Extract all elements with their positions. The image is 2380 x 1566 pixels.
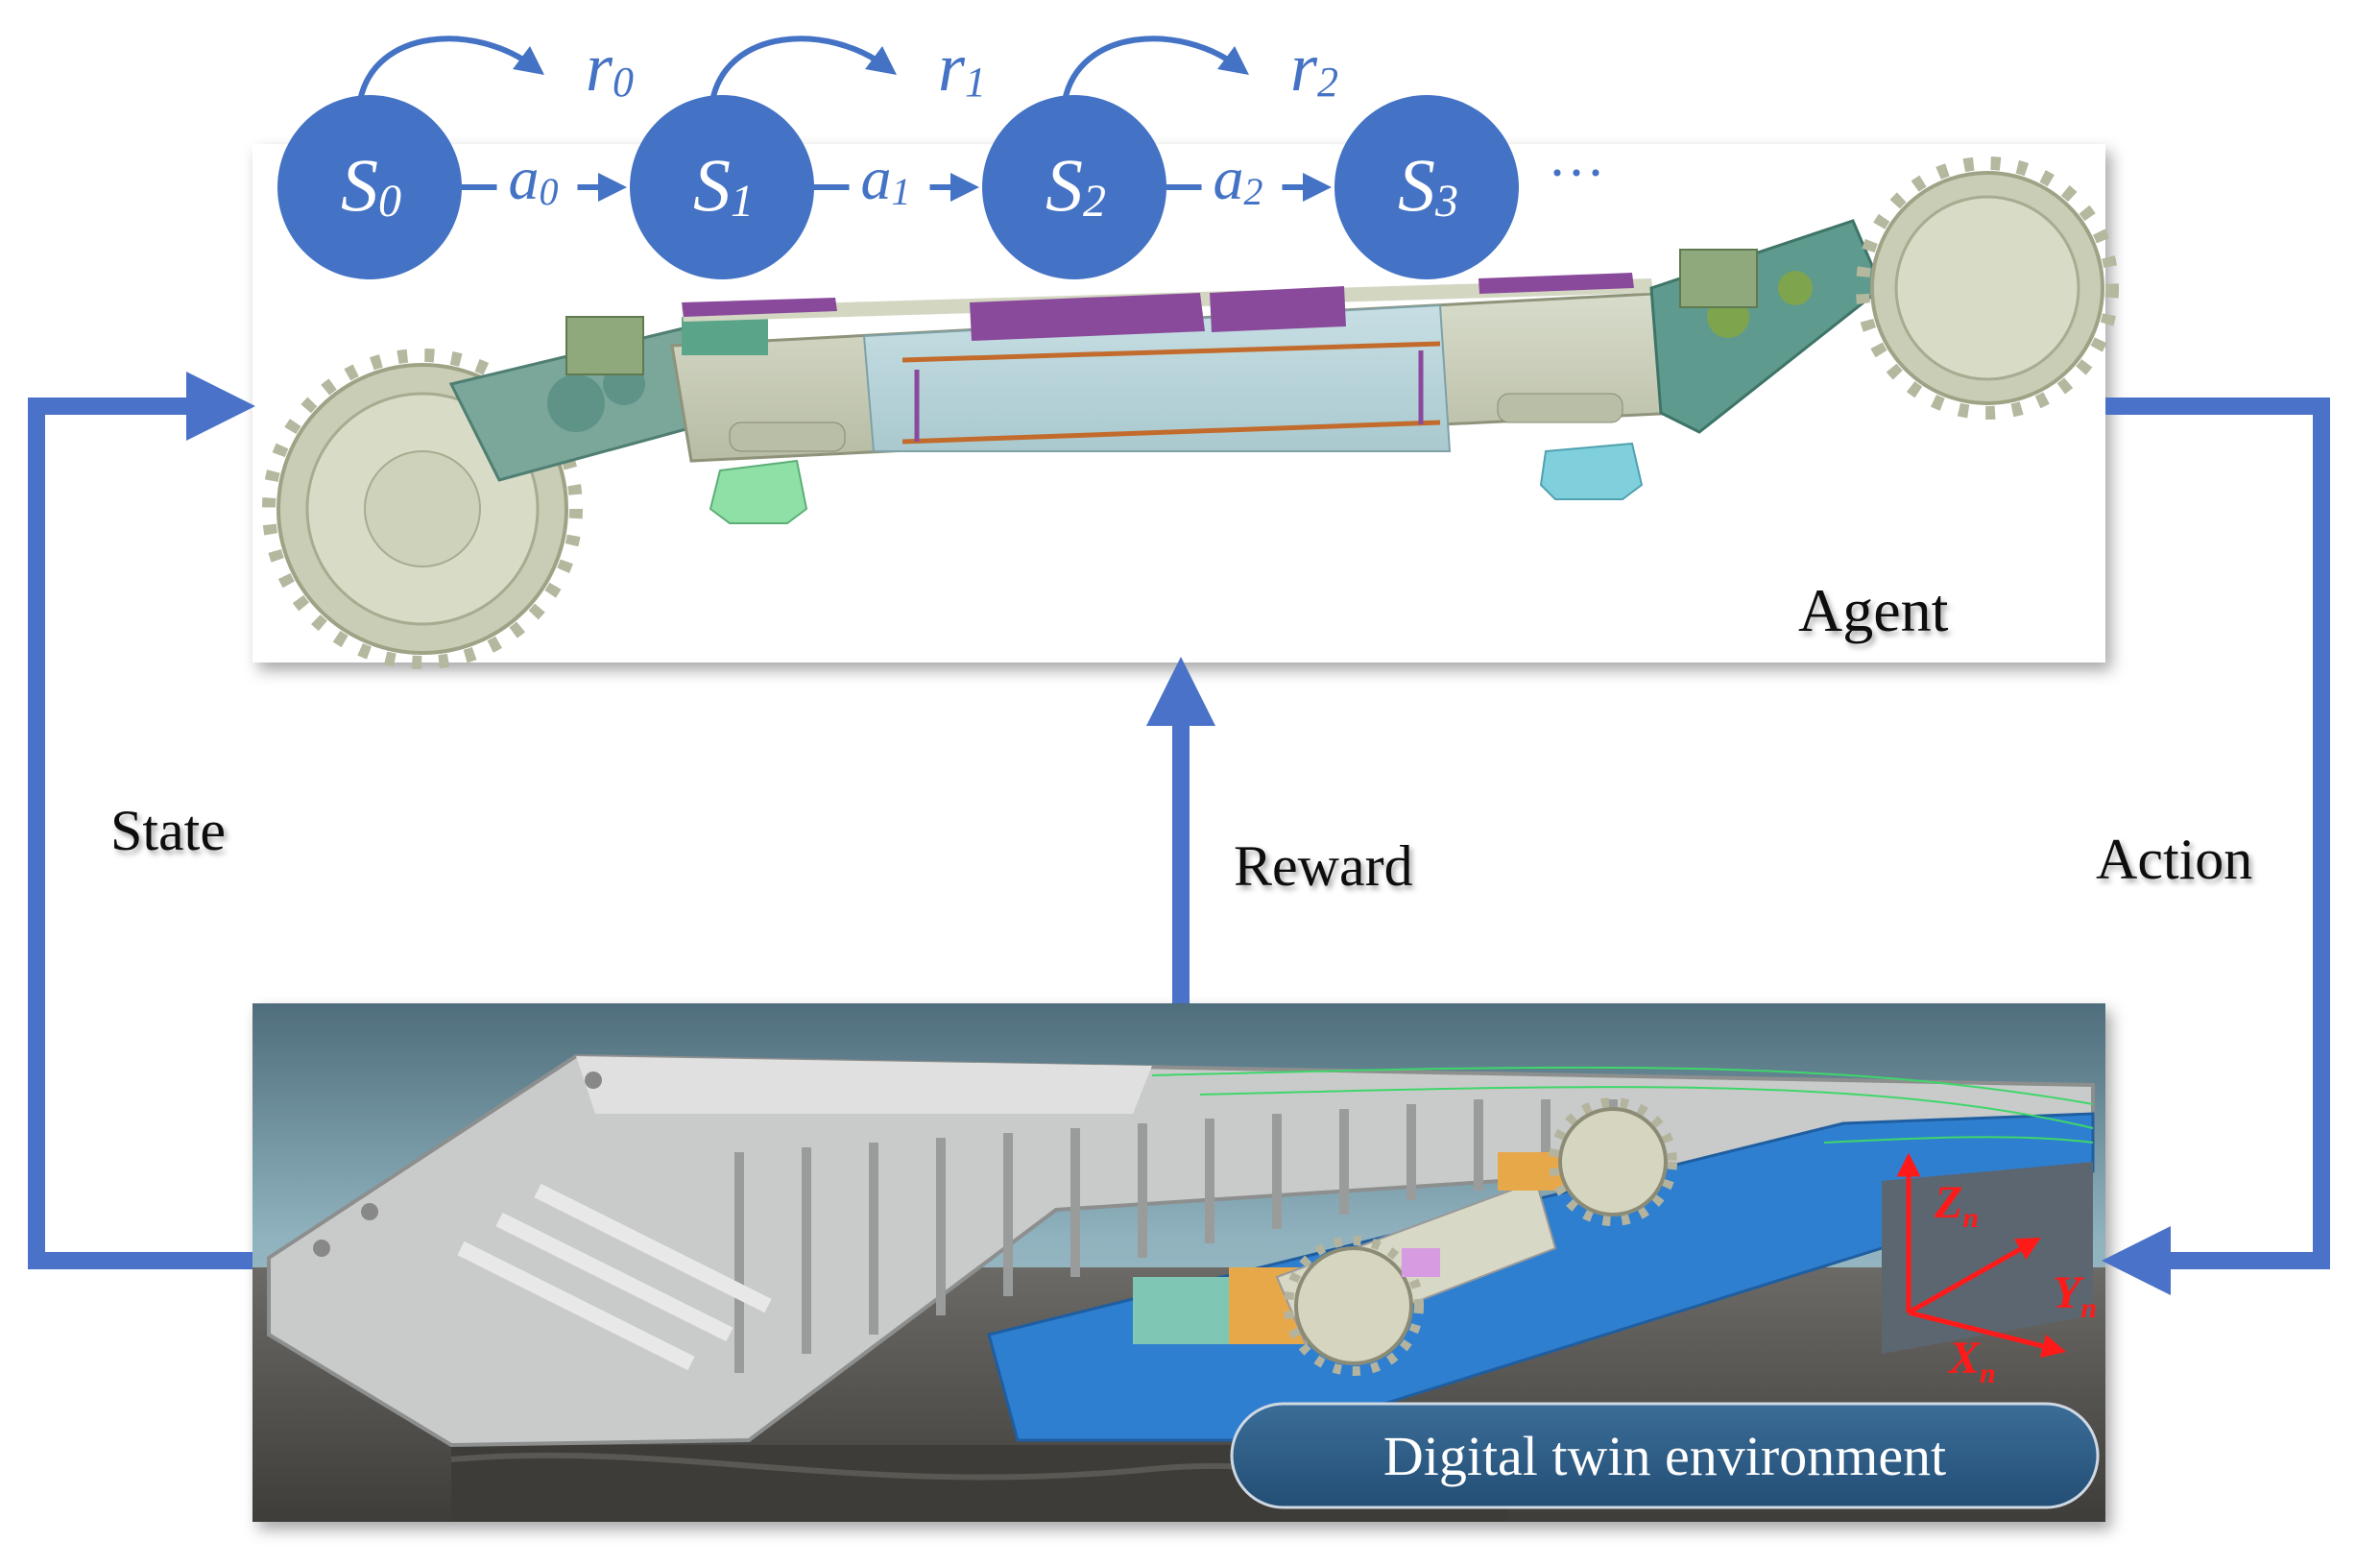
action-edge-label: a1 [861,144,911,213]
state-node: S3 [1334,95,1519,279]
action-arrow [2102,398,2330,1295]
reward-edge-label: r1 [938,29,986,106]
environment-panel: Zn Yn Xn Digital twin environment [252,1003,2105,1522]
agent-panel: Agent [252,144,2119,669]
y-axis [1907,1237,2041,1315]
state-node: S2 [982,95,1166,279]
state-node: S1 [630,95,814,279]
state-node-circle [982,95,1166,279]
state-node-label: S2 [1046,143,1106,227]
state-node-circle [277,95,462,279]
coordinate-axes: Zn Yn Xn [1896,1152,2097,1389]
reward-edge [1062,36,1250,102]
state-node: S0 [277,95,462,279]
state-arrow [28,372,255,1269]
agent-label: Agent [1798,576,1949,644]
state-node-circle [1334,95,1519,279]
reward-edge-label: r2 [1290,29,1338,106]
x-axis [1908,1310,2067,1359]
z-axis-label: Zn [1934,1177,1979,1234]
action-label: Action [2096,828,2252,891]
action-label-bg [849,149,930,206]
x-axis-label: Xn [1947,1333,1996,1389]
loop-arrows: State Reward Action [28,372,2330,1295]
mdp-chain: S0 S1 S2 S3 a0 a1 a2 r0 r1 r2 ··· [277,29,1605,279]
chain-ellipsis: ··· [1548,141,1605,205]
y-axis-label: Yn [2053,1267,2097,1324]
state-node-label: S1 [693,143,754,227]
environment-label: Digital twin environment [1383,1425,1946,1487]
action-edge-label: a0 [509,144,559,213]
shearer-illustration [262,157,2119,669]
action-edge-label: a2 [1214,144,1263,213]
state-node-label: S3 [1398,143,1458,227]
reward-label: Reward [1234,834,1413,898]
reward-edge [357,36,545,102]
reward-edge-label: r0 [586,29,634,106]
action-label-bg [496,149,578,206]
reward-edge [709,36,898,102]
state-label: State [110,799,226,862]
action-label-bg [1201,149,1283,206]
state-node-circle [630,95,814,279]
environment-banner: Digital twin environment [1230,1402,2100,1509]
state-node-label: S0 [341,143,401,227]
